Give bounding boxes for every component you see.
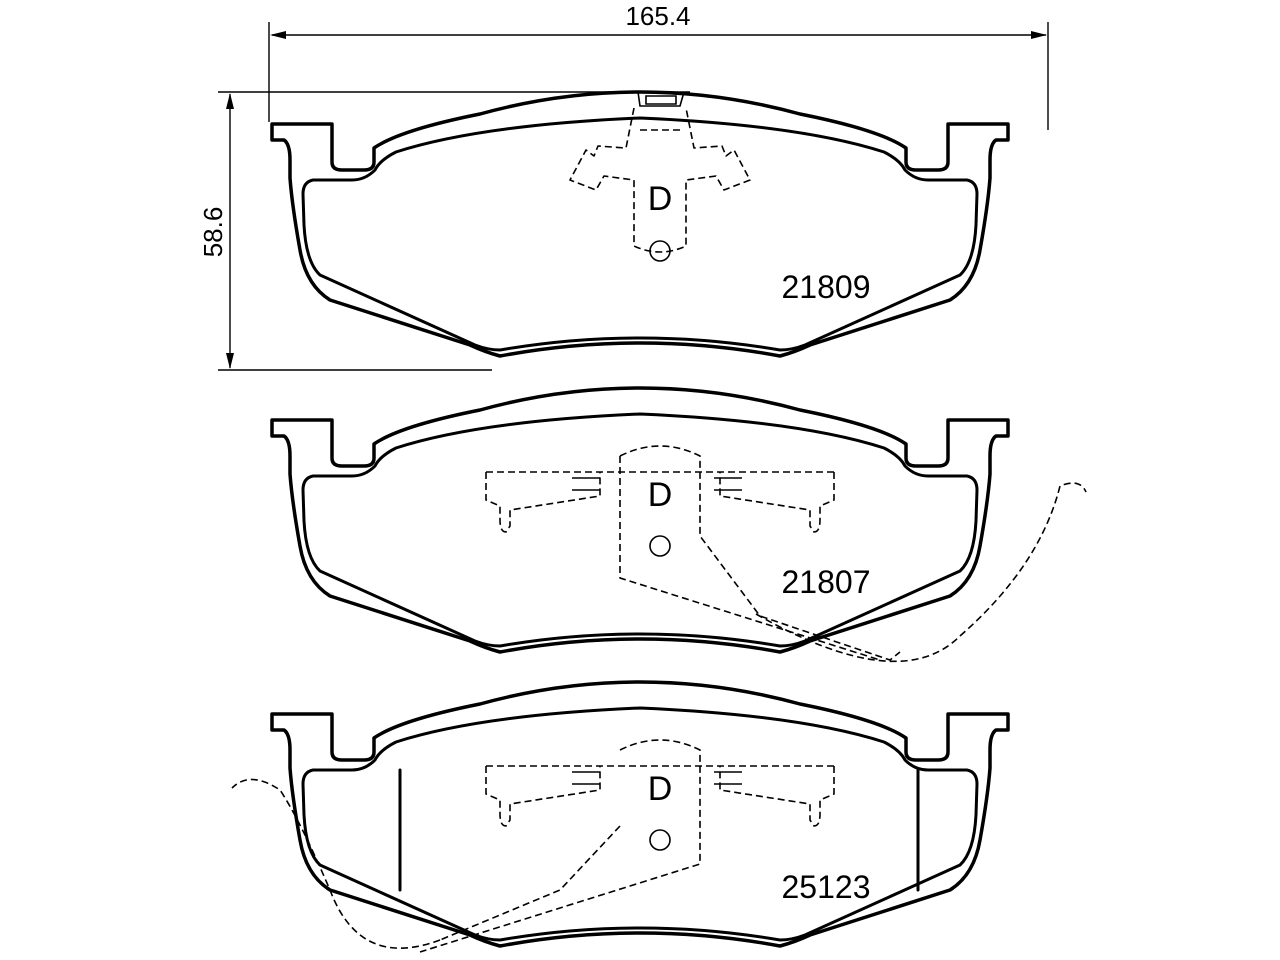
part-number: 21809	[782, 269, 871, 305]
wear-sensor	[569, 107, 751, 262]
sensor-letter: D	[648, 180, 673, 218]
wear-sensor	[231, 739, 835, 953]
sensor-letter: D	[648, 770, 673, 808]
sensor-letter: D	[648, 476, 673, 514]
brake-pad-2: D 21807	[270, 386, 1087, 663]
part-number: 25123	[782, 869, 871, 905]
brake-pad-3: D 25123	[231, 680, 1010, 953]
width-dimension: 165.4	[268, 1, 1049, 130]
wear-sensor	[485, 445, 1087, 663]
brake-pad-1: D 21809	[270, 90, 1010, 358]
part-number: 21807	[782, 564, 871, 600]
width-label: 165.4	[625, 1, 690, 31]
height-label: 58.6	[198, 207, 228, 258]
